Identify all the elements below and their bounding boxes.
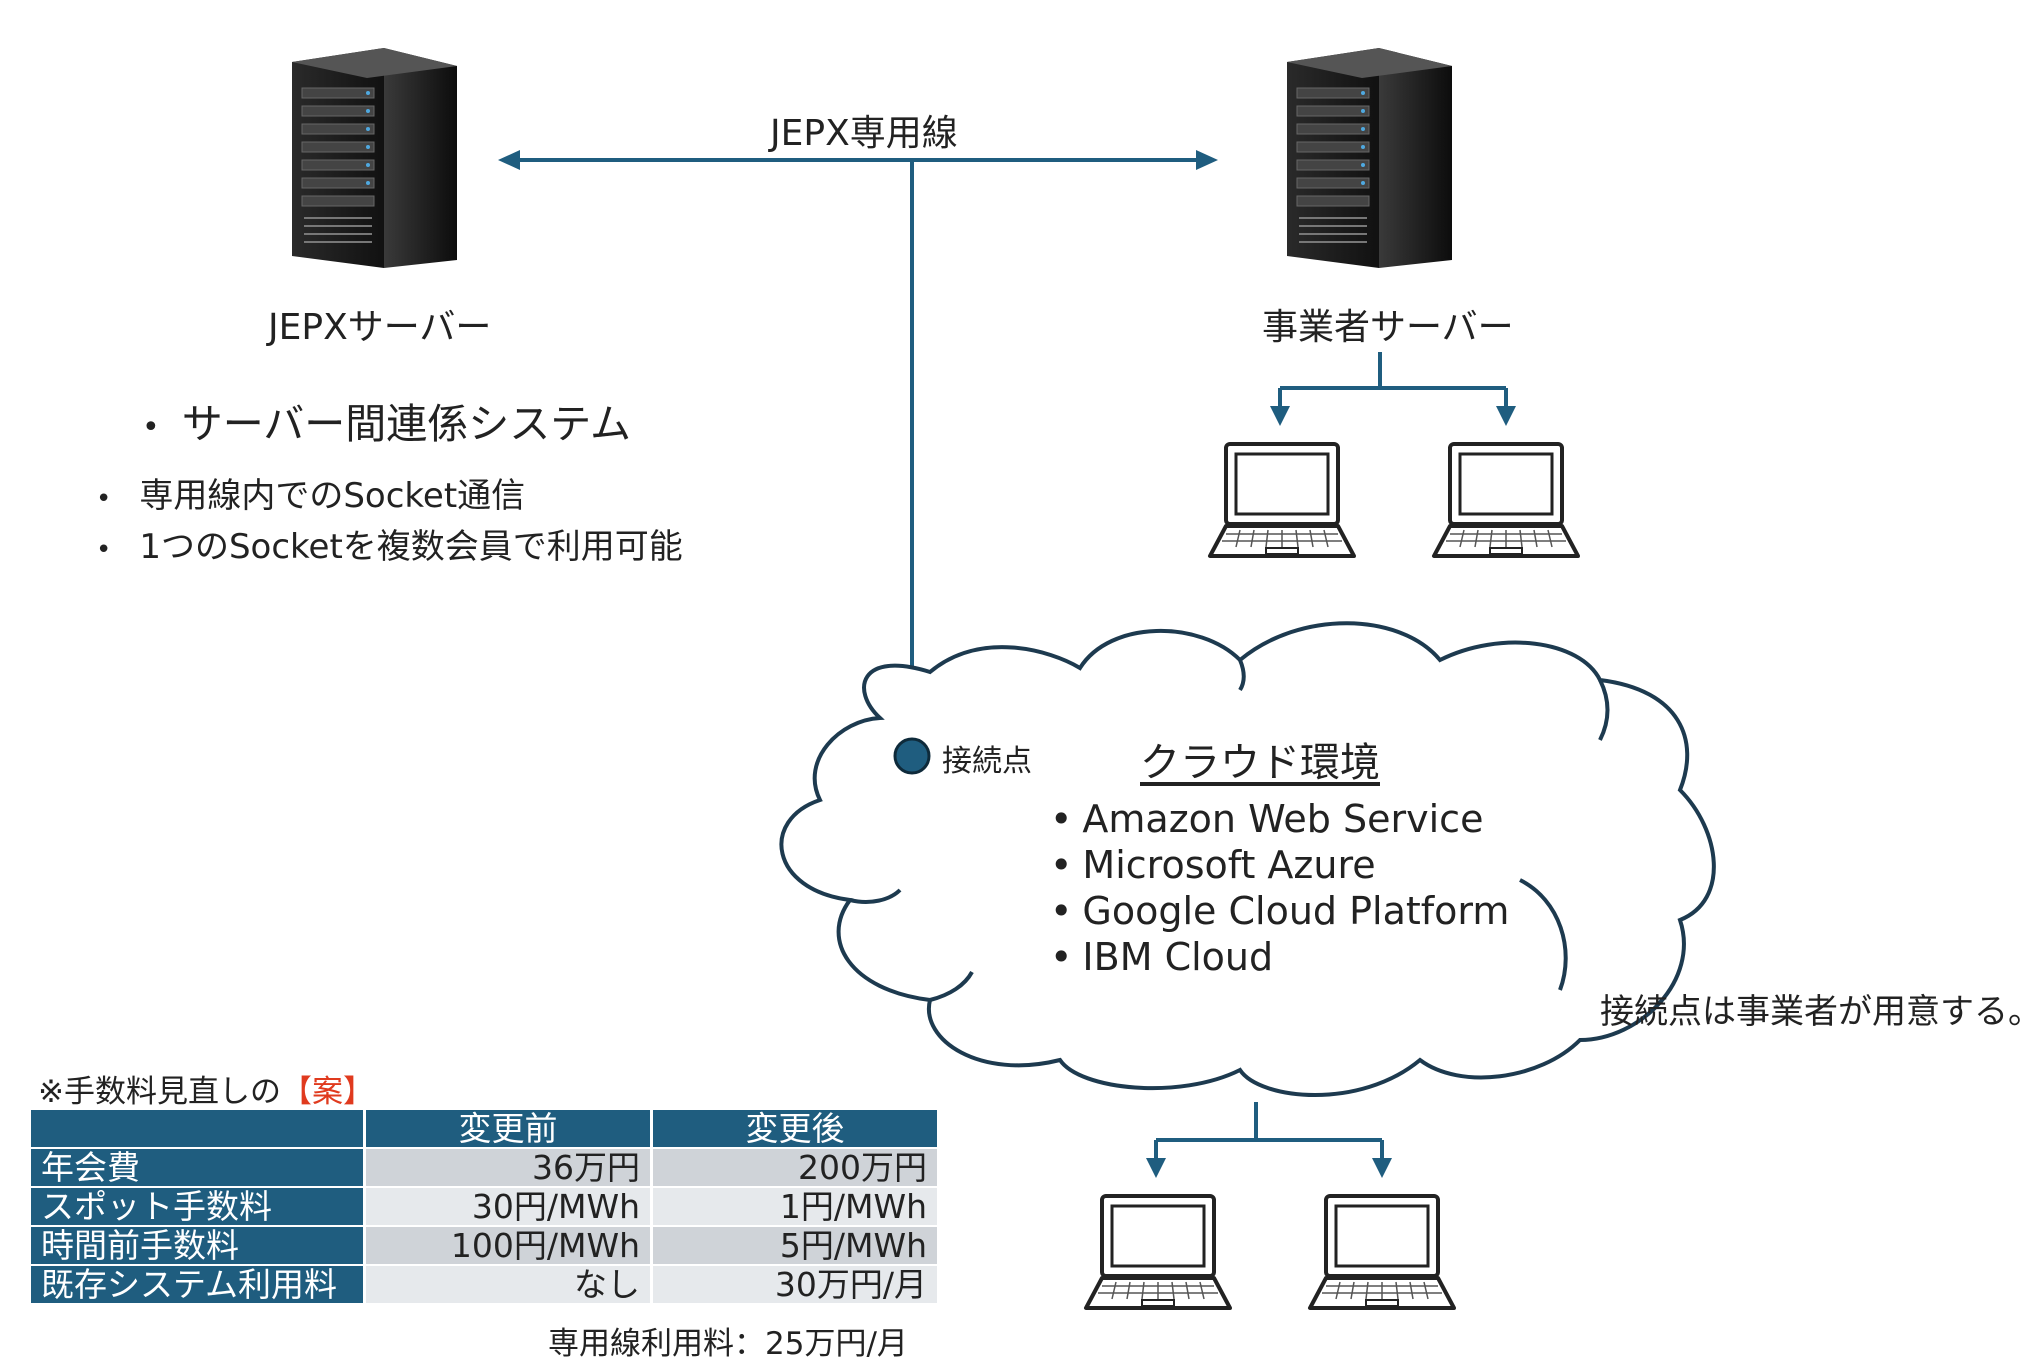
before-value: 100円/MWh [366,1227,650,1264]
proposal-tag: 【案】 [280,1074,374,1110]
arrow-down-icon [1270,406,1290,426]
after-value: 1円/MWh [653,1188,937,1225]
dedicated-line-connector [512,158,1204,720]
arrow-down-icon [1372,1158,1392,1178]
fee-table-caption: ※手数料見直しの【案】 [38,1074,374,1110]
arrow-down-icon [1496,406,1516,426]
operator-server-label: 事業者サーバー [1262,307,1514,348]
before-value: 30円/MWh [366,1188,650,1225]
before-value: 36万円 [366,1149,650,1186]
cloud-provider-list: Amazon Web Service Microsoft Azure Googl… [1050,796,1509,980]
fee-table: 変更前 変更後 年会費 36万円 200万円 スポット手数料 30円/MWh 1… [28,1108,940,1305]
table-row: スポット手数料 30円/MWh 1円/MWh [31,1188,937,1225]
connection-point-label: 接続点 [942,744,1032,779]
row-label: スポット手数料 [31,1188,363,1225]
arrow-down-icon [1146,1158,1166,1178]
table-header-cell: 変更前 [366,1110,650,1147]
row-label: 時間前手数料 [31,1227,363,1264]
list-item: Google Cloud Platform [1050,888,1509,934]
cloud-distribution-connector [1154,1102,1384,1160]
after-value: 200万円 [653,1149,937,1186]
table-header-cell [31,1110,363,1147]
list-item: •専用線内でのSocket通信 [96,476,526,516]
laptop-icon [1432,442,1580,558]
dedicated-line-label: JEPX専用線 [770,113,958,154]
laptop-icon [1084,1194,1232,1310]
table-row: 時間前手数料 100円/MWh 5円/MWh [31,1227,937,1264]
system-title: •サーバー間連係システム [142,400,632,448]
laptop-icon [1208,442,1356,558]
list-item: Microsoft Azure [1050,842,1509,888]
list-item: Amazon Web Service [1050,796,1509,842]
cloud-contour [849,659,1610,1002]
connection-note: 接続点は事業者が用意する。 [1600,992,2042,1032]
table-header-row: 変更前 変更後 [31,1110,937,1147]
after-value: 5円/MWh [653,1227,937,1264]
row-label: 年会費 [31,1149,363,1186]
system-points: •専用線内でのSocket通信 •1つのSocketを複数会員で利用可能 [96,472,683,574]
row-label: 既存システム利用料 [31,1266,363,1303]
table-row: 年会費 36万円 200万円 [31,1149,937,1186]
table-row: 既存システム利用料 なし 30万円/月 [31,1266,937,1303]
after-value: 30万円/月 [653,1266,937,1303]
operator-server-icon [1286,47,1453,269]
jepx-server-label: JEPXサーバー [268,307,492,348]
arrow-right-icon [1196,150,1218,170]
connection-point-marker [893,737,931,775]
list-item: •1つのSocketを複数会員で利用可能 [96,527,683,567]
arrow-left-icon [498,150,520,170]
cloud-title: クラウド環境 [1140,740,1380,786]
table-header-cell: 変更後 [653,1110,937,1147]
fee-table-footnote: 専用線利用料：25万円/月 [548,1326,908,1362]
jepx-server-icon [291,47,458,269]
laptop-icon [1308,1194,1456,1310]
list-item: IBM Cloud [1050,934,1509,980]
operator-distribution-connector [1278,352,1508,408]
bullet-icon: • [142,409,160,445]
before-value: なし [366,1266,650,1303]
